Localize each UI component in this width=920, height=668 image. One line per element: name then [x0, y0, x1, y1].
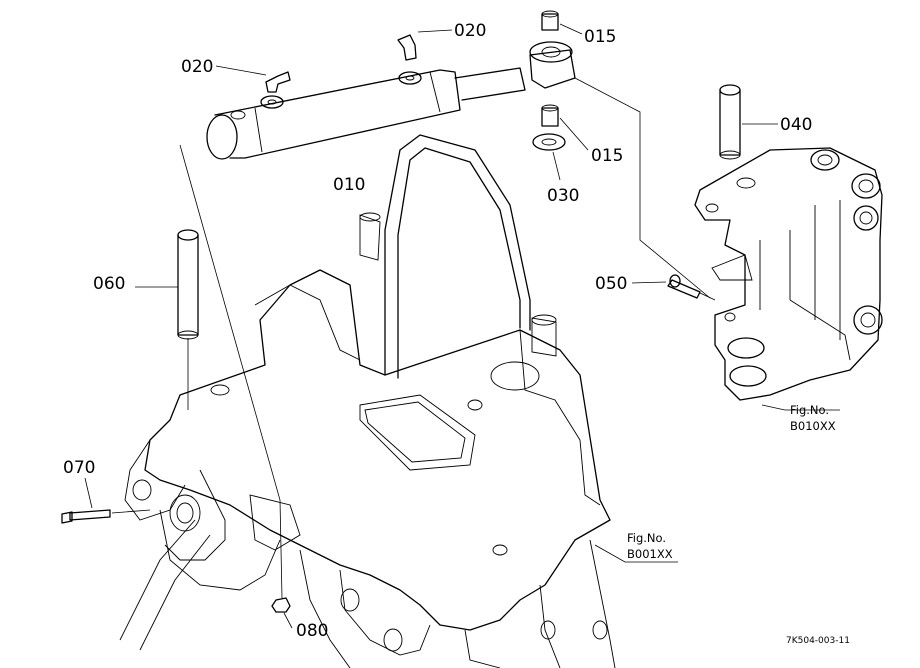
fitting-020-right — [397, 34, 422, 85]
callout-060: 060 — [93, 274, 125, 294]
bushing-015-bottom — [541, 104, 559, 127]
fig-ref-1-code: B010XX — [790, 419, 836, 433]
pin-040 — [719, 84, 741, 160]
leader-lines — [84, 23, 840, 629]
fig-ref-2-label: Fig.No. — [627, 531, 666, 545]
bracket-assembly — [694, 147, 883, 401]
bushing-015-top — [541, 10, 559, 31]
callout-030: 030 — [547, 186, 579, 206]
washer-030 — [532, 133, 566, 151]
callout-050: 050 — [595, 274, 627, 294]
callout-020-right: 020 — [454, 21, 486, 41]
frame-assembly — [119, 269, 616, 668]
nut-080 — [271, 597, 291, 613]
roll-frame-part-010 — [359, 134, 557, 379]
callout-015-bottom: 015 — [591, 146, 623, 166]
pin-060 — [177, 229, 199, 340]
callout-020-left: 020 — [181, 57, 213, 77]
assembly-lines — [111, 77, 716, 599]
callout-070: 070 — [63, 458, 95, 478]
fig-ref-2-code: B001XX — [627, 547, 673, 561]
callout-015-top: 015 — [584, 27, 616, 47]
fitting-020-left — [260, 71, 291, 109]
bolt-070 — [61, 509, 111, 524]
callout-080: 080 — [296, 621, 328, 641]
callout-040: 040 — [780, 115, 812, 135]
fig-ref-1-label: Fig.No. — [790, 403, 829, 417]
drawing-code: 7K504-003-11 — [786, 636, 850, 646]
bolt-050 — [667, 274, 701, 299]
hydraulic-cylinder — [206, 41, 576, 160]
callout-010: 010 — [333, 175, 365, 195]
